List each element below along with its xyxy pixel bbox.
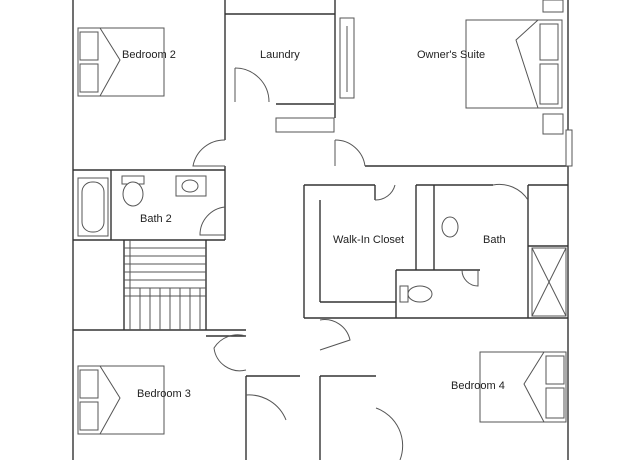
sink-bath-2 (175, 175, 207, 197)
label-bedroom-3: Bedroom 3 (137, 388, 191, 400)
label-bedroom-4: Bedroom 4 (451, 380, 505, 392)
bed-bedroom-3 (77, 365, 165, 435)
label-laundry: Laundry (260, 49, 300, 61)
label-walk-in-closet: Walk-In Closet (333, 234, 404, 246)
stairs (124, 240, 206, 330)
bed-bedroom-4 (479, 351, 567, 423)
bed-owners-suite (465, 0, 564, 135)
label-owners-suite: Owner's Suite (417, 49, 485, 61)
door-swings (192, 67, 529, 460)
toilet-bath (399, 285, 433, 303)
label-bath: Bath (483, 234, 506, 246)
bed-bedroom-2 (77, 27, 165, 97)
sink-bath (441, 216, 459, 238)
bathtub (77, 177, 109, 237)
shower (531, 247, 567, 317)
label-bath-2: Bath 2 (140, 213, 172, 225)
window (565, 129, 573, 167)
toilet-bath-2 (121, 175, 145, 207)
laundry-appliance (339, 17, 355, 99)
outer-walls (72, 0, 569, 460)
label-bedroom-2: Bedroom 2 (122, 49, 176, 61)
